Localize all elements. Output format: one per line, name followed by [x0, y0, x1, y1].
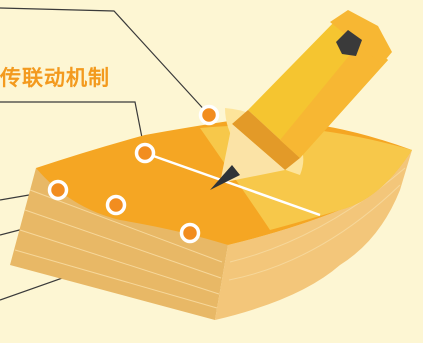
leader-line-pencil: [0, 7, 210, 116]
paper-stack-icon: [10, 108, 412, 320]
marker-dot-icon: [134, 142, 156, 164]
marker-dot-icon: [198, 104, 220, 126]
diagram-heading: 传联动机制: [0, 66, 110, 90]
marker-dot-icon: [179, 222, 201, 244]
marker-dot-icon: [47, 179, 69, 201]
marker-dot-icon: [105, 194, 127, 216]
pencil-icon: [210, 10, 392, 190]
markers: [47, 104, 220, 244]
